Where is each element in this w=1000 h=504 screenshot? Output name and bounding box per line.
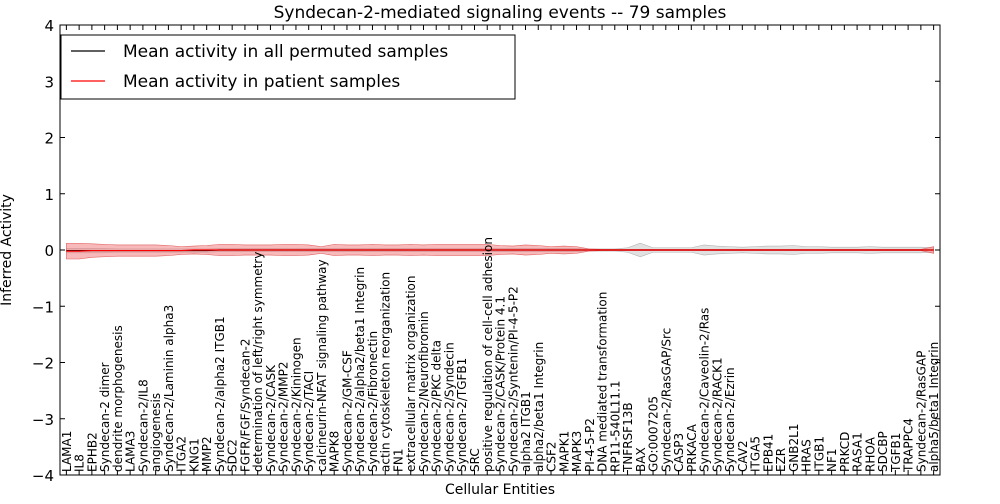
- x-tick-label: Syndecan-2/RasGAP/Src: [659, 328, 673, 472]
- x-tick-label: IL8: [73, 454, 87, 472]
- y-tick-label: −4: [32, 467, 54, 485]
- x-tick-label: Syndecan-2/Laminin alpha3: [162, 305, 176, 472]
- x-tick-label: Syndecan-2/Neurofibromin: [417, 311, 431, 472]
- x-tick-label: Syndecan-2/GM-CSF: [340, 350, 354, 472]
- y-tick-label: 3: [44, 73, 54, 91]
- y-tick-label: 1: [44, 186, 54, 204]
- x-tick-label: calcineurin-NFAT signaling pathway: [315, 259, 329, 472]
- x-tick-label: Syndecan-2/Ezrin: [723, 367, 737, 472]
- x-tick-label: LAMA1: [60, 431, 74, 472]
- x-tick-label: Syndecan-2/TGFB1: [455, 358, 469, 472]
- x-tick-label: positive regulation of cell-cell adhesio…: [481, 237, 495, 472]
- x-tick-label: TGFB1: [889, 433, 903, 473]
- x-tick-label: Syndecan-2/CASK: [264, 364, 278, 472]
- x-tick-label: Syndecan-2/Fibronectin: [366, 331, 380, 472]
- y-tick-label: −3: [32, 411, 54, 429]
- x-tick-label: alpha2 ITGB1: [519, 391, 533, 472]
- x-tick-label: CASP3: [672, 433, 686, 472]
- x-tick-label: EPHB2: [85, 432, 99, 472]
- x-tick-label: GO:0007205: [647, 396, 661, 472]
- x-tick-label: Syndecan-2/PKC delta: [430, 340, 444, 472]
- x-tick-label: Syndecan-2/MMP2: [277, 362, 291, 472]
- x-tick-label: ITGA5: [749, 436, 763, 472]
- y-tick-label: −2: [32, 355, 54, 373]
- x-tick-label: ITGB1: [812, 436, 826, 472]
- x-tick-label: determination of left/right symmetry: [251, 252, 265, 472]
- x-tick-label: actin cytoskeleton reorganization: [379, 272, 393, 472]
- series-band-1: [66, 242, 934, 260]
- y-axis-label: Inferred Activity: [0, 194, 15, 306]
- x-tick-label: CAV2: [736, 440, 750, 472]
- x-tick-label: Syndecan-2/Kininogen: [289, 337, 303, 472]
- x-tick-label: GNB2L1: [787, 424, 801, 472]
- x-tick-label: EPB41: [761, 434, 775, 472]
- legend-label-permuted: Mean activity in all permuted samples: [123, 42, 448, 62]
- x-tick-label: ITGA2: [175, 436, 189, 472]
- x-tick-label: PI-4-5-P2: [583, 418, 597, 472]
- y-tick-label: 4: [44, 17, 54, 35]
- x-tick-label: Syndecan-2/alpha2 ITGB1: [213, 316, 227, 472]
- x-tick-label: Syndecan-2/Syntenin/PI-4-5-P2: [506, 286, 520, 472]
- x-tick-label: dendrite morphogenesis: [111, 325, 125, 472]
- x-tick-label: MAPK1: [557, 431, 571, 472]
- x-tick-label: MMP2: [200, 436, 214, 472]
- x-tick-label: PRKCD: [838, 432, 852, 472]
- y-tick-label: −1: [32, 298, 54, 316]
- y-tick-label: 0: [44, 242, 54, 260]
- x-tick-label: FN1: [391, 448, 405, 472]
- y-tick-label: 2: [44, 130, 54, 148]
- x-tick-label: RHOA: [863, 436, 877, 472]
- x-tick-label: extracellular matrix organization: [404, 276, 418, 473]
- x-tick-label: LAMA3: [124, 431, 138, 472]
- x-tick-label: RASA1: [851, 432, 865, 472]
- legend-label-patient: Mean activity in patient samples: [123, 72, 400, 92]
- x-tick-label: TRAPPC4: [902, 418, 916, 473]
- legend-box: [60, 34, 516, 100]
- x-tick-label: SDCBP: [876, 431, 890, 472]
- x-tick-label: Syndecan-2/CASK/Protein 4.1: [494, 296, 508, 472]
- x-tick-label: angiogenesis: [149, 393, 163, 472]
- x-tick-label: SRC: [468, 448, 482, 472]
- x-tick-label: Syndecan-2/alpha2/beta1 Integrin: [353, 267, 367, 472]
- x-tick-label: MAPK8: [328, 431, 342, 472]
- x-tick-label: KNG1: [187, 438, 201, 472]
- x-axis-label: Cellular Entities: [445, 482, 555, 498]
- x-tick-label: TNFRSF13B: [621, 402, 635, 473]
- x-tick-label: Syndecan-2/Caveolin-2/Ras: [698, 308, 712, 472]
- x-tick-label: Syndecan-2/Syndecin: [442, 342, 456, 472]
- x-tick-label: Syndecan-2/RACK1: [710, 357, 724, 472]
- legend: Mean activity in all permuted samples Me…: [60, 34, 516, 100]
- x-tick-label: alpha5/beta1 Integrin: [927, 342, 941, 472]
- x-tick-label: HRAS: [800, 439, 814, 472]
- chart-title: Syndecan-2-mediated signaling events -- …: [274, 3, 727, 23]
- x-tick-label: Syndecan-2/RasGAP: [914, 351, 928, 472]
- x-tick-label: EZR: [774, 448, 788, 472]
- x-tick-label: Syndecan-2/TACI: [302, 371, 316, 472]
- x-tick-label: alpha2/beta1 Integrin: [532, 342, 546, 472]
- x-tick-label: BAX: [634, 447, 648, 472]
- x-tick-label: RP11-540L11.1: [608, 381, 622, 472]
- series-line-1: [66, 249, 934, 252]
- x-tick-label: NF1: [825, 448, 839, 472]
- x-tick-label: DNA mediated transformation: [596, 292, 610, 472]
- x-tick-label: CSF2: [545, 441, 559, 472]
- x-tick-label: Syndecan-2 dimer: [98, 362, 112, 472]
- x-tick-label: SDC2: [226, 439, 240, 472]
- x-tick-label: MAPK3: [570, 431, 584, 472]
- x-tick-label: FGFR/FGF/Syndecan-2: [238, 339, 252, 472]
- x-tick-label: PRKACA: [685, 423, 699, 472]
- x-tick-label: Syndecan-2/IL8: [136, 379, 150, 472]
